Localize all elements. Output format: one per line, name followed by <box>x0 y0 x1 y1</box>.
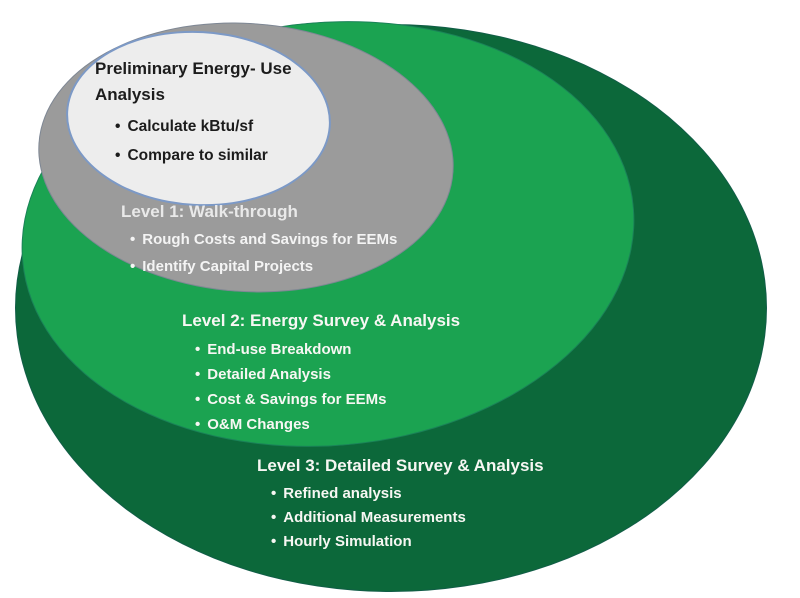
preliminary-bullet: Calculate kBtu/sf <box>115 112 329 141</box>
preliminary-text-block: Preliminary Energy- Use Analysis Calcula… <box>95 56 329 170</box>
level2-title: Level 2: Energy Survey & Analysis <box>182 311 461 330</box>
level2-bullet: End-use Breakdown <box>195 337 460 362</box>
level2-bullet: Cost & Savings for EEMs <box>195 387 460 412</box>
level2-bullet-list: End-use Breakdown Detailed Analysis Cost… <box>182 337 460 437</box>
preliminary-title: Preliminary Energy- Use Analysis <box>95 59 292 104</box>
level3-bullet: Additional Measurements <box>271 506 544 530</box>
level2-text-block: Level 2: Energy Survey & Analysis End-us… <box>182 309 460 437</box>
level1-bullet: Rough Costs and Savings for EEMs <box>130 226 397 253</box>
level1-text-block: Level 1: Walk-through Rough Costs and Sa… <box>121 200 397 280</box>
level3-title: Level 3: Detailed Survey & Analysis <box>257 456 544 475</box>
level1-bullet-list: Rough Costs and Savings for EEMs Identif… <box>121 226 397 280</box>
level3-bullet: Refined analysis <box>271 482 544 506</box>
level3-bullet: Hourly Simulation <box>271 530 544 554</box>
level2-bullet: Detailed Analysis <box>195 362 460 387</box>
level3-text-block: Level 3: Detailed Survey & Analysis Refi… <box>257 454 544 554</box>
preliminary-bullet-list: Calculate kBtu/sf Compare to similar <box>95 112 329 170</box>
level3-bullet-list: Refined analysis Additional Measurements… <box>257 482 544 554</box>
level2-bullet: O&M Changes <box>195 412 460 437</box>
level1-title: Level 1: Walk-through <box>121 202 298 221</box>
preliminary-bullet: Compare to similar <box>115 141 329 170</box>
level1-bullet: Identify Capital Projects <box>130 253 397 280</box>
